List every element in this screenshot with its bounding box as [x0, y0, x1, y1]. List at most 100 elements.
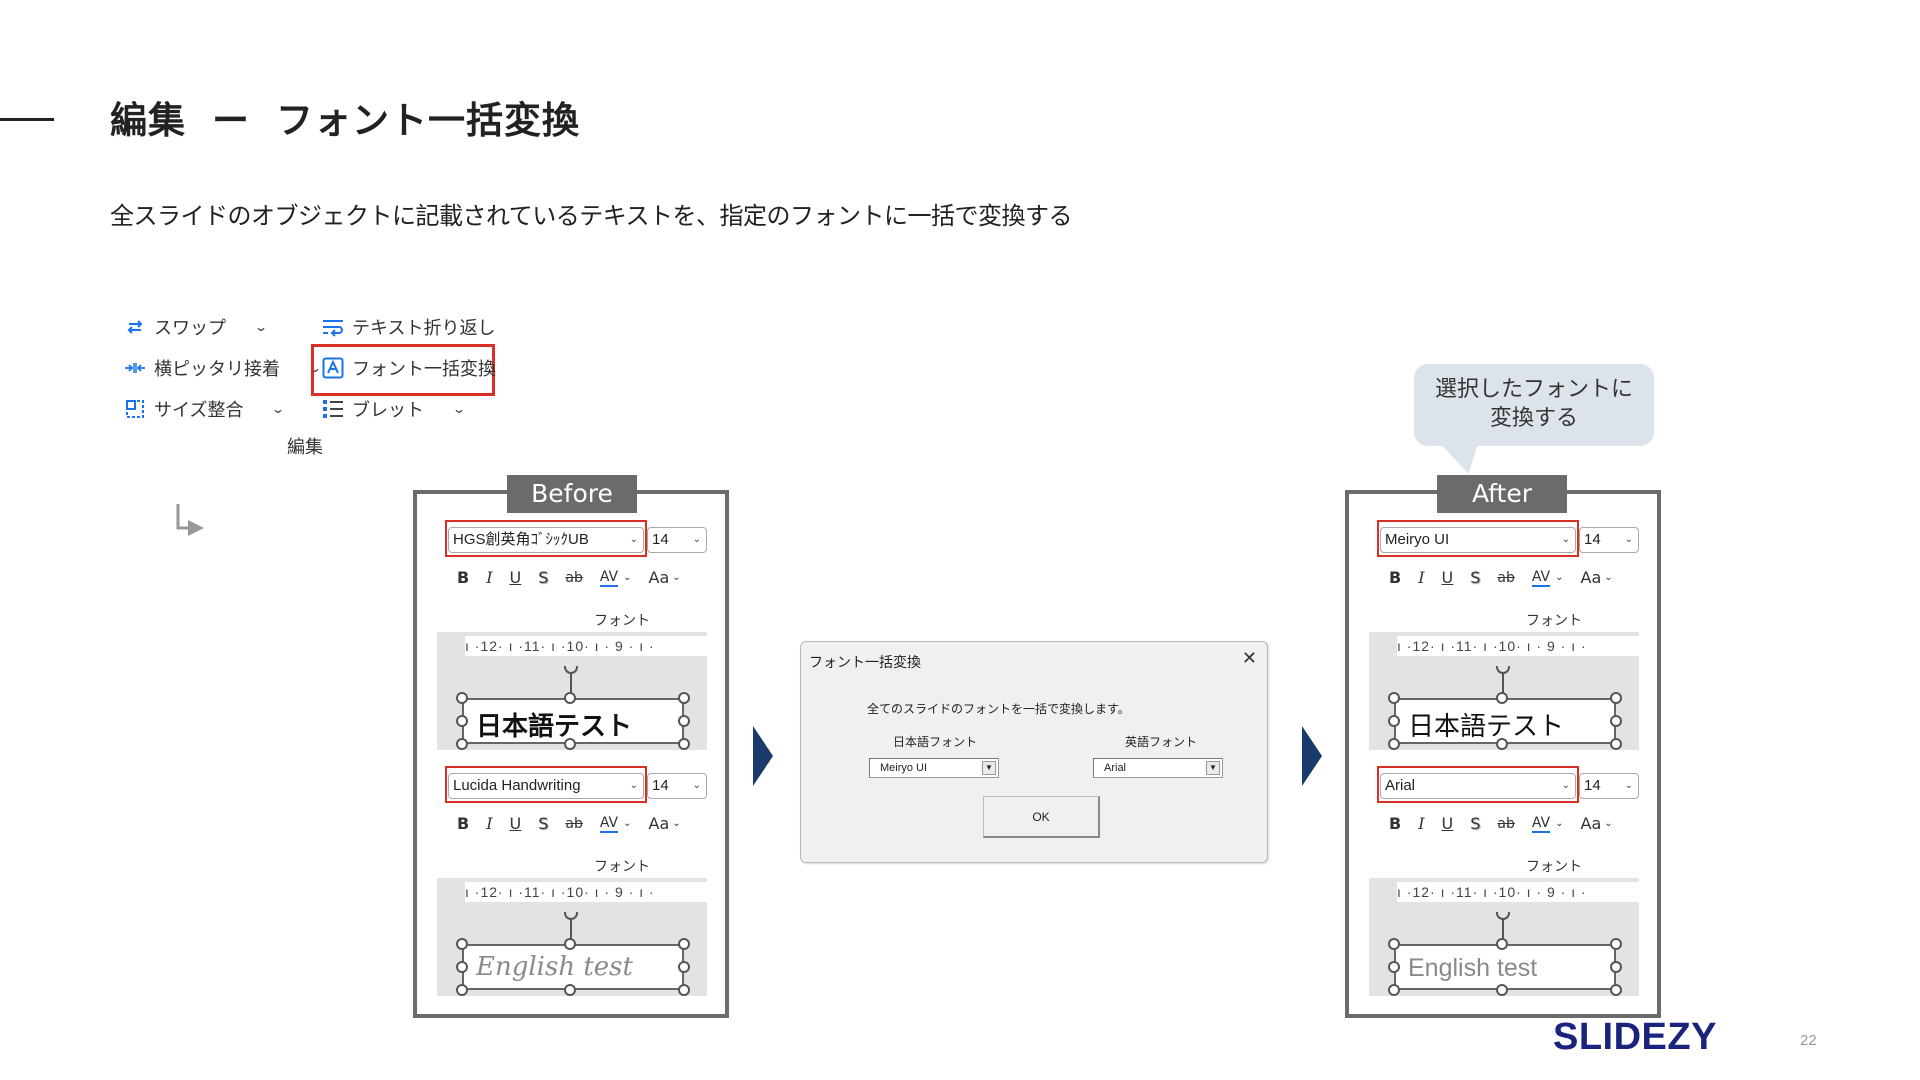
shadow-button[interactable]: S: [1470, 568, 1481, 587]
ribbon-font-replace-button[interactable]: フォント一括変換: [322, 355, 496, 381]
resize-handle[interactable]: [678, 961, 690, 973]
font-name-select[interactable]: Arial⌄: [1380, 773, 1576, 799]
en-font-select[interactable]: Arial ▼: [1093, 758, 1223, 778]
chevron-down-icon[interactable]: ⌄: [672, 572, 681, 583]
chevron-down-icon[interactable]: ⌄: [451, 402, 467, 416]
resize-handle[interactable]: [1388, 984, 1400, 996]
resize-handle[interactable]: [1610, 692, 1622, 704]
underline-button[interactable]: U: [1441, 568, 1454, 587]
resize-handle[interactable]: [1496, 738, 1508, 750]
ribbon-bullet-button[interactable]: ブレット ⌄: [322, 396, 467, 422]
strikethrough-button[interactable]: ab: [565, 815, 583, 832]
font-size-select[interactable]: 14⌄: [1579, 773, 1639, 799]
bold-button[interactable]: B: [457, 568, 470, 587]
underline-button[interactable]: U: [509, 568, 522, 587]
text-box[interactable]: English test: [462, 944, 684, 990]
italic-button[interactable]: I: [1418, 814, 1425, 833]
resize-handle[interactable]: [1496, 692, 1508, 704]
resize-handle[interactable]: [1388, 715, 1400, 727]
resize-handle[interactable]: [1388, 961, 1400, 973]
text-box[interactable]: 日本語テスト: [462, 698, 684, 744]
change-case-button[interactable]: Aa: [1580, 814, 1602, 833]
format-toolbar: B I U S ab AV ⌄ Aa ⌄: [457, 814, 681, 833]
resize-handle[interactable]: [456, 692, 468, 704]
chevron-down-icon[interactable]: ⌄: [1604, 572, 1613, 583]
resize-handle[interactable]: [678, 715, 690, 727]
resize-handle[interactable]: [564, 738, 576, 750]
resize-handle[interactable]: [678, 738, 690, 750]
underline-button[interactable]: U: [1441, 814, 1454, 833]
chevron-down-icon[interactable]: ⌄: [253, 320, 269, 334]
chevron-down-icon[interactable]: ⌄: [1555, 572, 1564, 583]
italic-button[interactable]: I: [486, 568, 493, 587]
resize-handle[interactable]: [1610, 715, 1622, 727]
chevron-down-icon: ⌄: [629, 534, 638, 545]
resize-handle[interactable]: [1610, 984, 1622, 996]
bold-button[interactable]: B: [1389, 814, 1402, 833]
hook-arrow-icon: [174, 502, 214, 540]
font-name-select[interactable]: HGS創英角ｺﾞｼｯｸUB⌄: [448, 527, 644, 553]
character-spacing-button[interactable]: AV: [599, 814, 619, 833]
resize-handle[interactable]: [1496, 938, 1508, 950]
change-case-button[interactable]: Aa: [648, 568, 670, 587]
strikethrough-button[interactable]: ab: [1497, 815, 1515, 832]
bold-button[interactable]: B: [457, 814, 470, 833]
resize-handle[interactable]: [1610, 938, 1622, 950]
page-subtitle: 全スライドのオブジェクトに記載されているテキストを、指定のフォントに一括で変換す…: [110, 202, 1073, 230]
ribbon-size-match-button[interactable]: サイズ整合 ⌄: [124, 396, 286, 422]
resize-handle[interactable]: [564, 938, 576, 950]
text-box[interactable]: 日本語テスト: [1394, 698, 1616, 744]
underline-button[interactable]: U: [509, 814, 522, 833]
strikethrough-button[interactable]: ab: [1497, 569, 1515, 586]
character-spacing-button[interactable]: AV: [1531, 568, 1551, 587]
shadow-button[interactable]: S: [538, 568, 549, 587]
font-name-select[interactable]: Meiryo UI⌄: [1380, 527, 1576, 553]
chevron-down-icon[interactable]: ⌄: [623, 572, 632, 583]
chevron-down-icon[interactable]: ⌄: [1555, 818, 1564, 829]
chevron-down-icon[interactable]: ⌄: [1604, 818, 1613, 829]
resize-handle[interactable]: [456, 984, 468, 996]
resize-handle[interactable]: [1496, 984, 1508, 996]
strikethrough-button[interactable]: ab: [565, 569, 583, 586]
resize-handle[interactable]: [678, 984, 690, 996]
close-icon[interactable]: ✕: [1241, 648, 1257, 668]
resize-handle[interactable]: [1388, 938, 1400, 950]
shadow-button[interactable]: S: [538, 814, 549, 833]
resize-handle[interactable]: [678, 692, 690, 704]
change-case-button[interactable]: Aa: [1580, 568, 1602, 587]
text-box[interactable]: English test: [1394, 944, 1616, 990]
resize-handle[interactable]: [1610, 738, 1622, 750]
italic-button[interactable]: I: [486, 814, 493, 833]
character-spacing-button[interactable]: AV: [1531, 814, 1551, 833]
font-size-select[interactable]: 14⌄: [647, 773, 707, 799]
resize-handle[interactable]: [564, 692, 576, 704]
ribbon-horizontal-snap-button[interactable]: 横ピッタリ接着 ⌄: [124, 355, 322, 381]
dropdown-arrow-icon[interactable]: ▼: [1206, 761, 1220, 775]
ok-button[interactable]: OK: [983, 796, 1100, 838]
font-name-select[interactable]: Lucida Handwriting⌄: [448, 773, 644, 799]
resize-handle[interactable]: [456, 738, 468, 750]
italic-button[interactable]: I: [1418, 568, 1425, 587]
resize-handle[interactable]: [456, 938, 468, 950]
resize-handle[interactable]: [1610, 961, 1622, 973]
change-case-button[interactable]: Aa: [648, 814, 670, 833]
font-size-select[interactable]: 14⌄: [647, 527, 707, 553]
resize-handle[interactable]: [564, 984, 576, 996]
chevron-down-icon[interactable]: ⌄: [672, 818, 681, 829]
jp-font-select[interactable]: Meiryo UI ▼: [869, 758, 999, 778]
font-size-select[interactable]: 14⌄: [1579, 527, 1639, 553]
resize-handle[interactable]: [1388, 738, 1400, 750]
shadow-button[interactable]: S: [1470, 814, 1481, 833]
ribbon-text-wrap-button[interactable]: テキスト折り返し: [322, 314, 495, 340]
resize-handle[interactable]: [1388, 692, 1400, 704]
resize-handle[interactable]: [456, 961, 468, 973]
ribbon-swap-button[interactable]: スワップ ⌄: [124, 314, 269, 340]
chevron-down-icon[interactable]: ⌄: [623, 818, 632, 829]
dropdown-arrow-icon[interactable]: ▼: [982, 761, 996, 775]
resize-handle[interactable]: [678, 938, 690, 950]
resize-handle[interactable]: [456, 715, 468, 727]
bullet-list-icon: [322, 398, 344, 420]
chevron-down-icon[interactable]: ⌄: [271, 402, 286, 416]
bold-button[interactable]: B: [1389, 568, 1402, 587]
character-spacing-button[interactable]: AV: [599, 568, 619, 587]
